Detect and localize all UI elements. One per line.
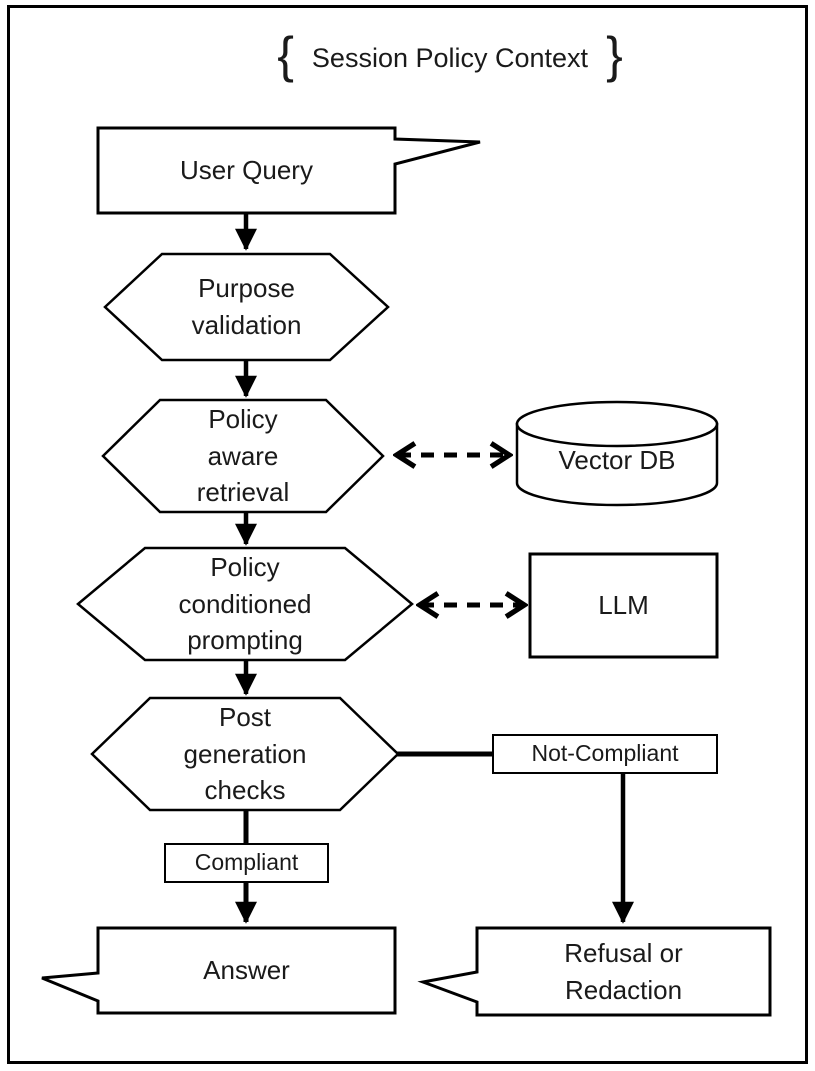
refusal-or-redaction-callout-shape <box>417 926 772 1017</box>
compliant-label-box <box>164 843 329 883</box>
vector-db-cylinder-top <box>515 400 719 448</box>
title-brace-right: } <box>606 27 623 83</box>
post-generation-checks-hexagon <box>90 696 400 812</box>
purpose-validation-hexagon <box>103 252 390 362</box>
answer-callout-shape <box>41 926 397 1015</box>
user-query-callout-shape <box>96 126 481 215</box>
diagram-border <box>7 5 808 1064</box>
policy-aware-retrieval-hexagon <box>101 398 385 514</box>
title-brace-left: { <box>277 27 294 83</box>
diagram-title-text: Session Policy Context <box>311 42 589 73</box>
not-compliant-label-box <box>492 734 718 774</box>
policy-conditioned-prompting-hexagon <box>76 546 414 662</box>
diagram-title: { Session Policy Context } <box>230 24 670 92</box>
llm-rectangle <box>528 552 719 659</box>
